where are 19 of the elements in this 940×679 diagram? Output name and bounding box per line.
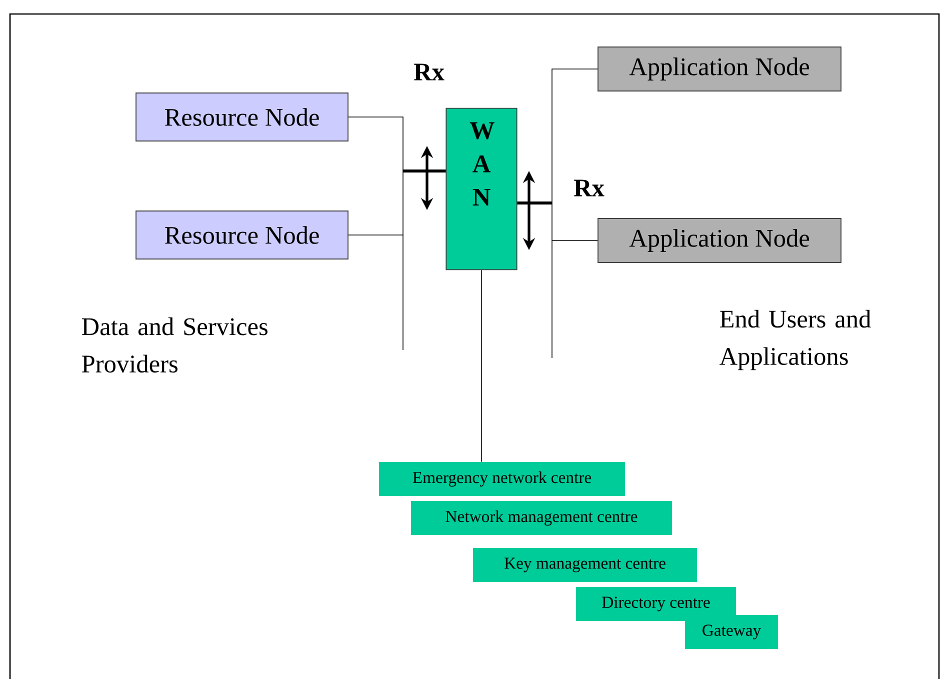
centre-box: Emergency network centre	[379, 462, 625, 496]
node-box: Application Node	[598, 46, 842, 92]
interface-label: Rx	[574, 180, 604, 196]
node-box: Resource Node	[136, 210, 348, 260]
centre-box: Network management centre	[411, 501, 672, 535]
group-label: Data and Services Providers	[82, 317, 268, 373]
node-box: Resource Node	[136, 92, 348, 142]
interface-label: Rx	[414, 64, 444, 80]
connector-line	[517, 202, 598, 241]
centre-box: Directory centre	[576, 587, 736, 621]
network-box	[446, 108, 518, 270]
connector-line	[481, 270, 482, 462]
centre-box: Gateway	[685, 615, 778, 649]
group-label: End Users and Applications	[720, 310, 871, 370]
node-box: Application Node	[598, 218, 842, 263]
connector-line	[348, 170, 446, 236]
vertical-label: W A N	[470, 122, 494, 206]
centre-box: Key management centre	[473, 548, 697, 582]
node-label: Gateway	[702, 624, 762, 640]
